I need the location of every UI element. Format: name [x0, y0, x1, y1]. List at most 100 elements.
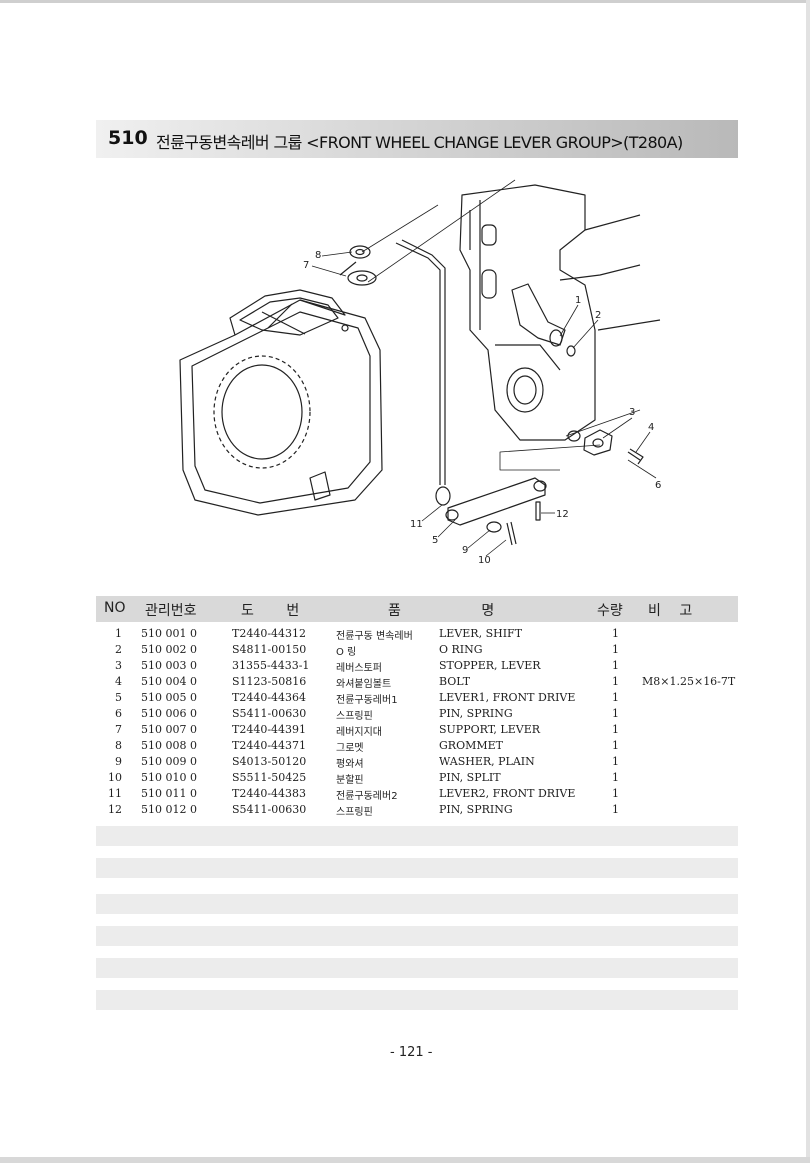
row-drawing: T2440-44364: [232, 691, 307, 704]
row-drawing: T2440-44312: [232, 627, 307, 640]
front-drive-levers: [435, 477, 547, 546]
table-row: 7 510 007 0 T2440-44391 레버지지대 SUPPORT, L…: [96, 722, 738, 738]
row-drawing: T2440-44383: [232, 787, 307, 800]
table-row: 4 510 004 0 S1123-50816 와셔붙임볼트 BOLT 1 M8…: [96, 674, 738, 690]
row-code: 510 010 0: [141, 771, 197, 784]
row-qty: 1: [612, 723, 619, 736]
empty-table-stripe: [96, 990, 738, 1010]
row-no: 2: [115, 643, 122, 656]
row-qty: 1: [612, 755, 619, 768]
row-drawing: S5511-50425: [232, 771, 307, 784]
row-drawing: S5411-00630: [232, 803, 307, 816]
row-name-kr: 전륜구동 변속레버: [336, 631, 413, 642]
scan-edge-right: [806, 0, 810, 1163]
row-code: 510 006 0: [141, 707, 197, 720]
row-code: 510 011 0: [141, 787, 197, 800]
row-no: 4: [115, 675, 122, 688]
row-no: 3: [115, 659, 122, 672]
row-name-en: PIN, SPLIT: [439, 771, 501, 784]
row-drawing: S4013-50120: [232, 755, 307, 768]
row-name-en: O RING: [439, 643, 483, 656]
row-qty: 1: [612, 803, 619, 816]
row-no: 5: [115, 691, 122, 704]
row-name-kr: 스프링핀: [336, 807, 373, 818]
row-qty: 1: [612, 659, 619, 672]
table-row: 9 510 009 0 S4013-50120 평와셔 WASHER, PLAI…: [96, 754, 738, 770]
grommet-support: [339, 245, 377, 286]
row-no: 8: [115, 739, 122, 752]
row-code: 510 001 0: [141, 627, 197, 640]
row-code: 510 005 0: [141, 691, 197, 704]
callout-9: 9: [462, 545, 468, 556]
callout-1: 1: [575, 295, 581, 306]
row-name-en: LEVER1, FRONT DRIVE: [439, 691, 576, 704]
scan-edge-bottom: [0, 1157, 810, 1163]
shift-rod: [395, 239, 446, 485]
row-qty: 1: [612, 787, 619, 800]
row-name-en: BOLT: [439, 675, 471, 688]
row-drawing: T2440-44371: [232, 739, 307, 752]
header-qty: 수량: [597, 603, 623, 619]
row-no: 6: [115, 707, 122, 720]
row-name-en: LEVER, SHIFT: [439, 627, 523, 640]
callout-10: 10: [478, 555, 491, 566]
page-number: - 121 -: [390, 1045, 433, 1060]
header-remarks: 비 고: [648, 603, 693, 619]
row-code: 510 004 0: [141, 675, 197, 688]
row-code: 510 003 0: [141, 659, 197, 672]
section-number: 510: [108, 127, 148, 149]
row-code: 510 002 0: [141, 643, 197, 656]
row-name-kr: O 링: [336, 647, 357, 658]
callout-5: 5: [432, 535, 438, 546]
parts-table-header: NO 관리번호 도 번 품 명 수량 비 고: [96, 596, 738, 622]
leader-lines: [311, 251, 657, 557]
table-row: 11 510 011 0 T2440-44383 전륜구동레버2 LEVER2,…: [96, 786, 738, 802]
callout-11: 11: [410, 519, 423, 530]
empty-table-stripe: [96, 926, 738, 946]
table-row: 12 510 012 0 S5411-00630 스프링핀 PIN, SPRIN…: [96, 802, 738, 818]
empty-table-stripe: [96, 958, 738, 978]
row-code: 510 007 0: [141, 723, 197, 736]
lever-stopper: [567, 429, 644, 465]
row-drawing: S1123-50816: [232, 675, 307, 688]
parts-table-body: 1 510 001 0 T2440-44312 전륜구동 변속레버 LEVER,…: [96, 626, 738, 818]
row-drawing: S4811-00150: [232, 643, 307, 656]
row-no: 12: [108, 803, 122, 816]
row-name-kr: 와셔붙임볼트: [336, 679, 392, 690]
callout-6: 6: [655, 480, 661, 491]
header-no: NO: [104, 600, 126, 616]
callout-3: 3: [629, 407, 635, 418]
callout-2: 2: [595, 310, 601, 321]
row-name-kr: 평와셔: [336, 759, 364, 770]
row-remarks: M8×1.25×16-7T: [642, 675, 736, 688]
row-drawing: T2440-44391: [232, 723, 307, 736]
table-row: 2 510 002 0 S4811-00150 O 링 O RING 1: [96, 642, 738, 658]
transmission-housing: [179, 289, 383, 516]
header-code: 관리번호: [145, 603, 197, 619]
row-name-kr: 스프링핀: [336, 711, 373, 722]
row-no: 7: [115, 723, 122, 736]
section-title: 전륜구동변속레버 그룹 <FRONT WHEEL CHANGE LEVER GR…: [156, 133, 683, 152]
table-row: 10 510 010 0 S5511-50425 분할핀 PIN, SPLIT …: [96, 770, 738, 786]
row-name-en: GROMMET: [439, 739, 503, 752]
header-drawing: 도 번: [241, 603, 300, 619]
row-name-kr: 전륜구동레버1: [336, 695, 398, 706]
rear-housing: [459, 184, 661, 441]
callouts: 1 2 3 4 5 6 7 8 9 10 11 12: [303, 250, 661, 566]
scan-edge-top: [0, 0, 810, 3]
empty-table-stripe: [96, 858, 738, 878]
table-row: 1 510 001 0 T2440-44312 전륜구동 변속레버 LEVER,…: [96, 626, 738, 642]
row-qty: 1: [612, 643, 619, 656]
assembly-lines: [361, 179, 641, 471]
row-qty: 1: [612, 739, 619, 752]
row-no: 10: [108, 771, 122, 784]
row-qty: 1: [612, 707, 619, 720]
empty-table-stripe: [96, 826, 738, 846]
row-name-kr: 그로멧: [336, 743, 364, 754]
row-qty: 1: [612, 627, 619, 640]
row-no: 9: [115, 755, 122, 768]
shift-lever: [511, 283, 576, 357]
row-name-en: PIN, SPRING: [439, 707, 513, 720]
exploded-parts-diagram: 1 2 3 4 5 6 7 8 9 10 11 12: [179, 179, 661, 566]
table-row: 3 510 003 0 31355-4433-1 레버스토퍼 STOPPER, …: [96, 658, 738, 674]
